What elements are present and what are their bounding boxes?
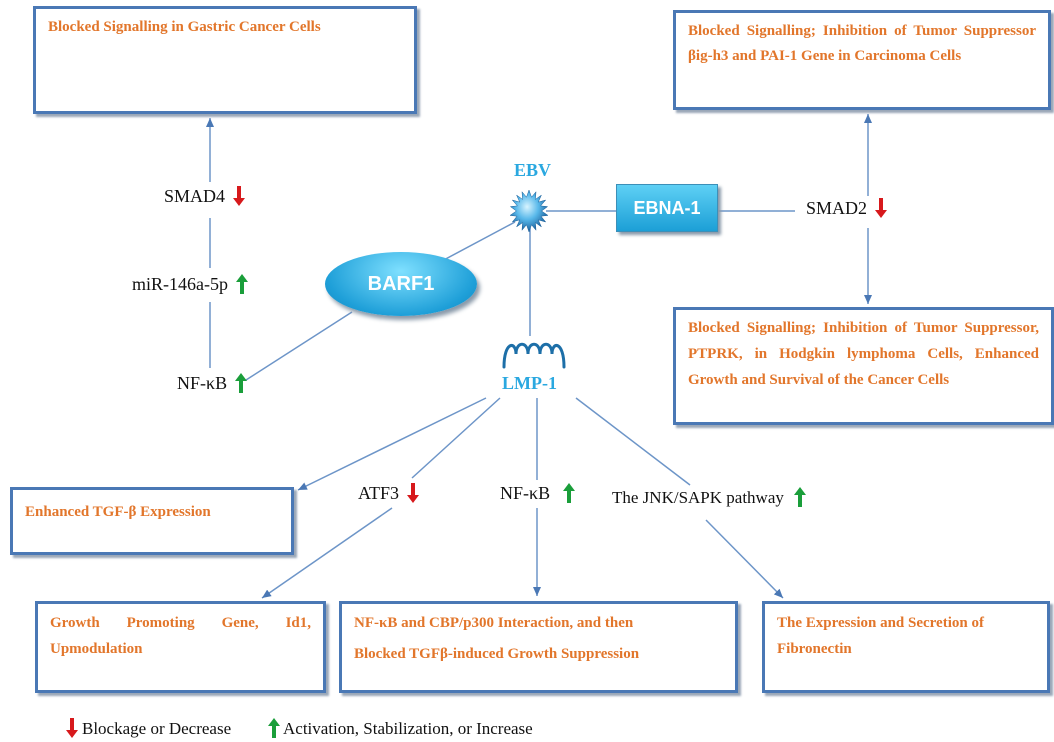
label-nfkb-mid: NF-κB — [500, 483, 575, 504]
smad2-text: SMAD2 — [806, 198, 868, 218]
label-smad4: SMAD4 — [164, 186, 245, 207]
ebv-virus-icon — [509, 190, 549, 232]
label-mir146a: miR-146a-5p — [132, 274, 248, 295]
box-fibronectin: The Expression and Secretion of Fibronec… — [762, 601, 1050, 693]
red-down-arrow-icon — [406, 483, 419, 503]
ebv-label: EBV — [514, 160, 552, 180]
barf1-node: BARF1 — [325, 252, 477, 316]
box-nfkb-line2: Blocked TGFβ-induced Growth Suppression — [354, 646, 640, 662]
green-up-arrow-icon — [235, 274, 248, 294]
nfkb-left-text: NF-κB — [177, 373, 228, 393]
line-lmp1-to-jnk — [575, 397, 691, 486]
smad4-text: SMAD4 — [164, 186, 226, 206]
atf3-text: ATF3 — [358, 483, 400, 503]
box-hodgkin: Blocked Signalling; Inhibition of Tumor … — [673, 307, 1054, 425]
legend-increase-text: Activation, Stabilization, or Increase — [283, 719, 533, 738]
box-tgf-expression: Enhanced TGF-β Expression — [10, 487, 294, 555]
line-jnk-to-fibronectin — [705, 519, 784, 599]
box-tgf-text: Enhanced TGF-β Expression — [25, 504, 211, 520]
lmp1-label: LMP-1 — [502, 373, 557, 393]
legend-increase: Activation, Stabilization, or Increase — [268, 718, 533, 739]
line-atf3-to-id1 — [261, 507, 393, 599]
line-lmp1-to-tgf — [297, 397, 487, 491]
mir-text: miR-146a-5p — [132, 274, 228, 294]
box-carcinoma: Blocked Signalling; Inhibition of Tumor … — [673, 10, 1051, 110]
box-carcinoma-text: Blocked Signalling; Inhibition of Tumor … — [688, 23, 1036, 64]
line-lmp1-to-atf3 — [411, 397, 501, 479]
red-down-arrow-icon — [66, 718, 78, 738]
box-nfkb-line1: NF-κB and CBP/p300 Interaction, and then — [354, 615, 634, 631]
label-smad2: SMAD2 — [806, 198, 887, 219]
green-up-arrow-icon — [234, 373, 247, 393]
nfkb-mid-text: NF-κB — [500, 483, 551, 503]
green-up-arrow-icon — [794, 487, 807, 507]
legend-decrease-text: Blockage or Decrease — [82, 719, 232, 738]
red-down-arrow-icon — [232, 186, 245, 206]
label-atf3: ATF3 — [358, 483, 419, 504]
line-barf1-to-nfkb — [245, 311, 353, 381]
label-jnk-sapk: The JNK/SAPK pathway — [612, 487, 807, 508]
box-hodgkin-text: Blocked Signalling; Inhibition of Tumor … — [688, 320, 1039, 388]
box-gastric-text: Blocked Signalling in Gastric Cancer Cel… — [48, 19, 321, 35]
green-up-arrow-icon — [268, 718, 280, 738]
line-ebv-to-barf1 — [439, 221, 516, 263]
label-nfkb-left: NF-κB — [177, 373, 247, 394]
box-nfkb-cbp: NF-κB and CBP/p300 Interaction, and then… — [339, 601, 738, 693]
box-fibronectin-text: The Expression and Secretion of Fibronec… — [777, 615, 984, 657]
red-down-arrow-icon — [874, 198, 887, 218]
box-id1-text: Growth Promoting Gene, Id1, Upmodulation — [50, 615, 311, 657]
ebna1-node: EBNA-1 — [616, 184, 718, 232]
lmp1-membrane-icon — [502, 342, 566, 369]
green-up-arrow-icon — [562, 483, 575, 503]
box-id1: Growth Promoting Gene, Id1, Upmodulation — [35, 601, 326, 693]
box-gastric-cancer: Blocked Signalling in Gastric Cancer Cel… — [33, 6, 417, 114]
legend-decrease: Blockage or Decrease — [66, 718, 231, 739]
jnk-text: The JNK/SAPK pathway — [612, 488, 784, 507]
